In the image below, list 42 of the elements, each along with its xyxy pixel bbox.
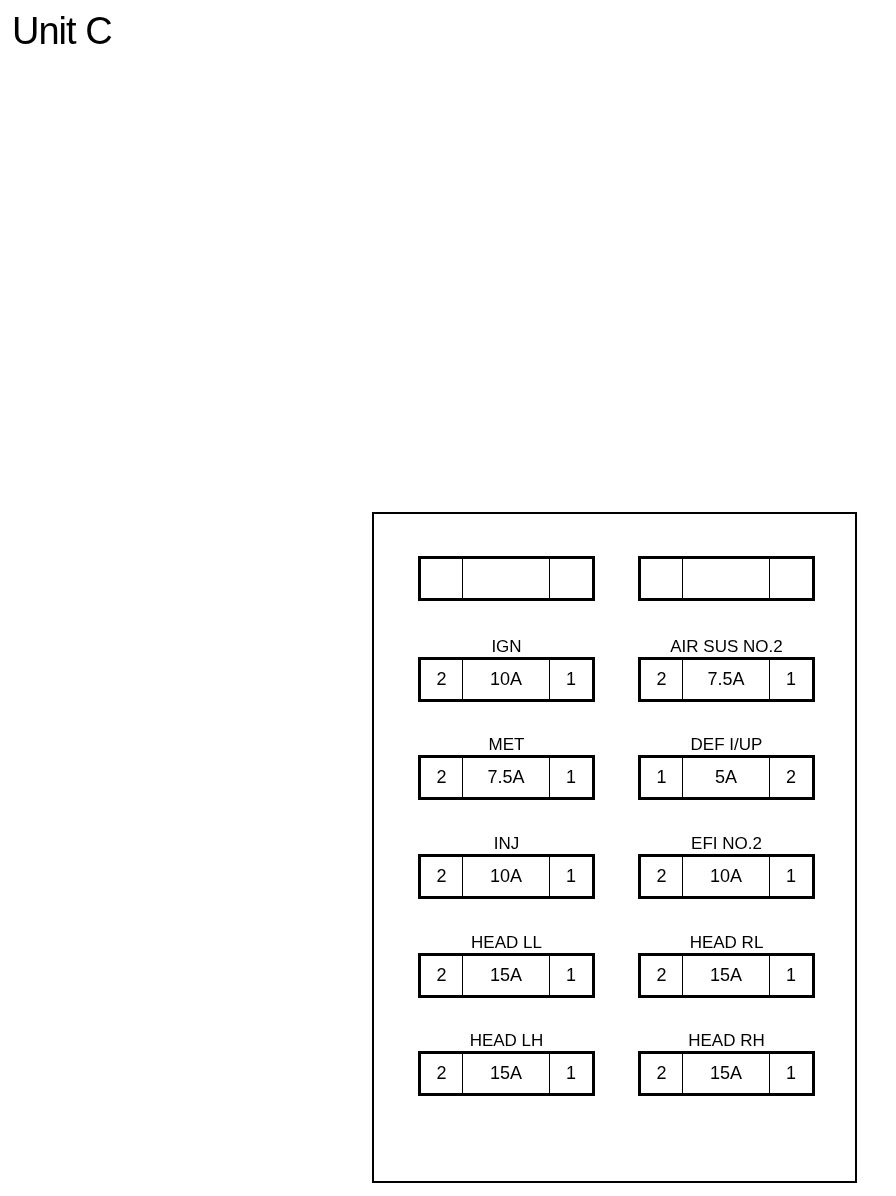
fuse-label: DEF I/UP	[690, 735, 763, 755]
pin-number: 1	[641, 758, 683, 797]
pin-number: 1	[565, 668, 577, 691]
pin-number: 1	[565, 865, 577, 888]
pin-number: 2	[641, 1054, 683, 1093]
fuse-label: HEAD LL	[471, 933, 542, 953]
diagram-title: Unit C	[12, 9, 112, 54]
pin-number: 1	[785, 1062, 797, 1085]
pin-number: 1	[785, 668, 797, 691]
fuse-label: HEAD RH	[688, 1031, 765, 1051]
fuse-label: EFI NO.2	[691, 834, 762, 854]
fuse-label: INJ	[493, 834, 520, 854]
fuse-rating: 10A	[463, 660, 550, 699]
fuse-label: MET	[488, 735, 525, 755]
pin-number: 2	[641, 857, 683, 896]
fuse-label: HEAD LH	[469, 1031, 544, 1051]
pin-number: 1	[565, 1062, 577, 1085]
fuse-rating: 15A	[463, 1054, 550, 1093]
fuse-rating: 15A	[463, 956, 550, 995]
fuse-label: IGN	[491, 637, 522, 657]
fuse-rating: 10A	[463, 857, 550, 896]
pin-number: 1	[785, 964, 797, 987]
pin-number: 1	[565, 766, 577, 789]
fuse-rating: 15A	[683, 956, 770, 995]
pin-number: 2	[641, 956, 683, 995]
pin-number: 2	[421, 956, 463, 995]
pin-number: 2	[785, 766, 797, 789]
fuse-rating: 10A	[683, 857, 770, 896]
fuse-rating: 15A	[683, 1054, 770, 1093]
pin-number: 2	[421, 1054, 463, 1093]
pin-number: 2	[421, 660, 463, 699]
pin-number: 1	[565, 964, 577, 987]
fuse-rating: 7.5A	[683, 660, 770, 699]
pin-number: 2	[421, 857, 463, 896]
pin-number: 2	[421, 758, 463, 797]
fuse-label: AIR SUS NO.2	[670, 637, 783, 657]
fuse-label: HEAD RL	[689, 933, 764, 953]
fuse-box-panel	[372, 512, 857, 1183]
pin-number: 2	[641, 660, 683, 699]
fuse-rating: 5A	[683, 758, 770, 797]
fuse-rating: 7.5A	[463, 758, 550, 797]
pin-number: 1	[785, 865, 797, 888]
